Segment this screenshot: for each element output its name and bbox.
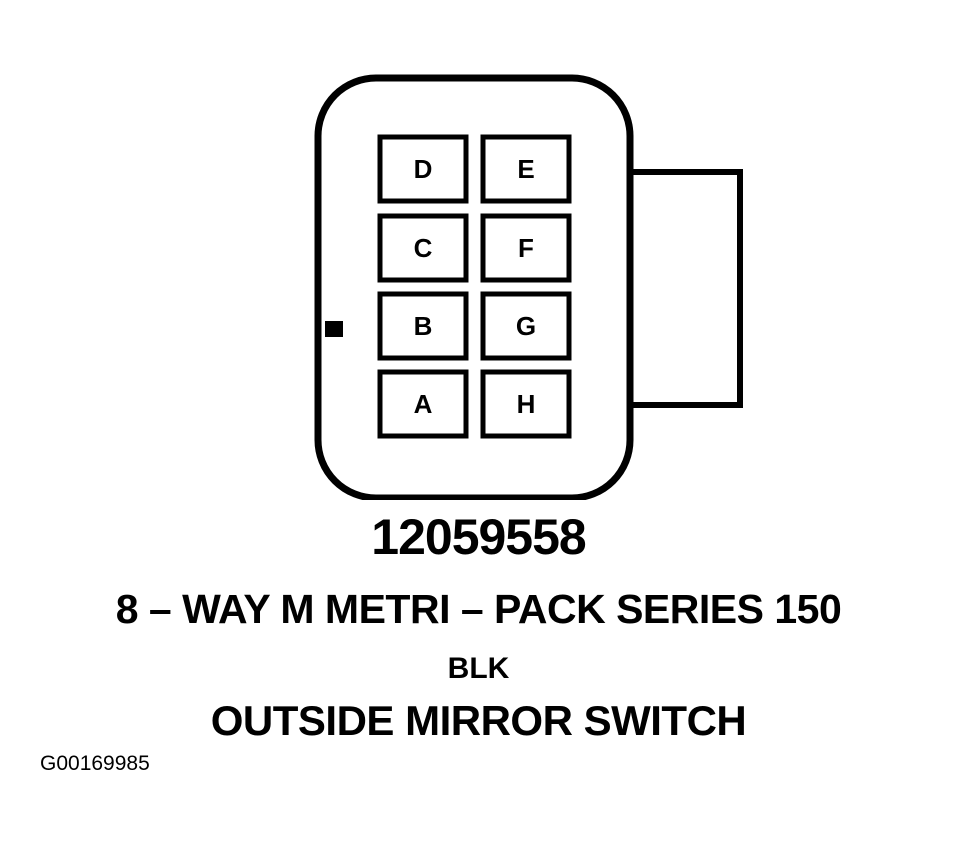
- connector-body: [314, 74, 634, 500]
- pin-cavity-box: [377, 369, 469, 439]
- connector-lock-tab: [630, 169, 743, 408]
- pin-cavity-h: H: [480, 369, 572, 439]
- pin-cavity-c: C: [377, 213, 469, 283]
- pin-cavity-a: A: [377, 369, 469, 439]
- pin-label: G: [516, 311, 536, 341]
- pin-cavity-box: [480, 291, 572, 361]
- figure-id: G00169985: [40, 752, 150, 775]
- pin-cavity-box: [480, 369, 572, 439]
- pin-label: A: [414, 389, 433, 419]
- connector-diagram: D E C F B G A H: [314, 74, 743, 500]
- pin-cavity-b: B: [377, 291, 469, 361]
- pin-cavity-box: [377, 213, 469, 283]
- pin-cavity-g: G: [480, 291, 572, 361]
- pin-cavity-e: E: [480, 134, 572, 204]
- pin-label: H: [517, 389, 536, 419]
- pin-cavity-d: D: [377, 134, 469, 204]
- pin-label: E: [517, 154, 534, 184]
- pin-cavity-f: F: [480, 213, 572, 283]
- part-number: 12059558: [371, 509, 586, 565]
- connector-key-notch: [325, 321, 343, 337]
- pin-cavity-box: [377, 291, 469, 361]
- pin-label: C: [414, 233, 433, 263]
- pin-label: B: [414, 311, 433, 341]
- pin-cavity-box: [480, 213, 572, 283]
- pin-cavity-box: [377, 134, 469, 204]
- pin-label: D: [414, 154, 433, 184]
- component-name: OUTSIDE MIRROR SWITCH: [210, 697, 747, 744]
- color-code: BLK: [447, 652, 510, 685]
- connector-description: 8 – WAY M METRI – PACK SERIES 150: [115, 586, 842, 632]
- pin-cavity-box: [480, 134, 572, 204]
- pin-label: F: [518, 233, 534, 263]
